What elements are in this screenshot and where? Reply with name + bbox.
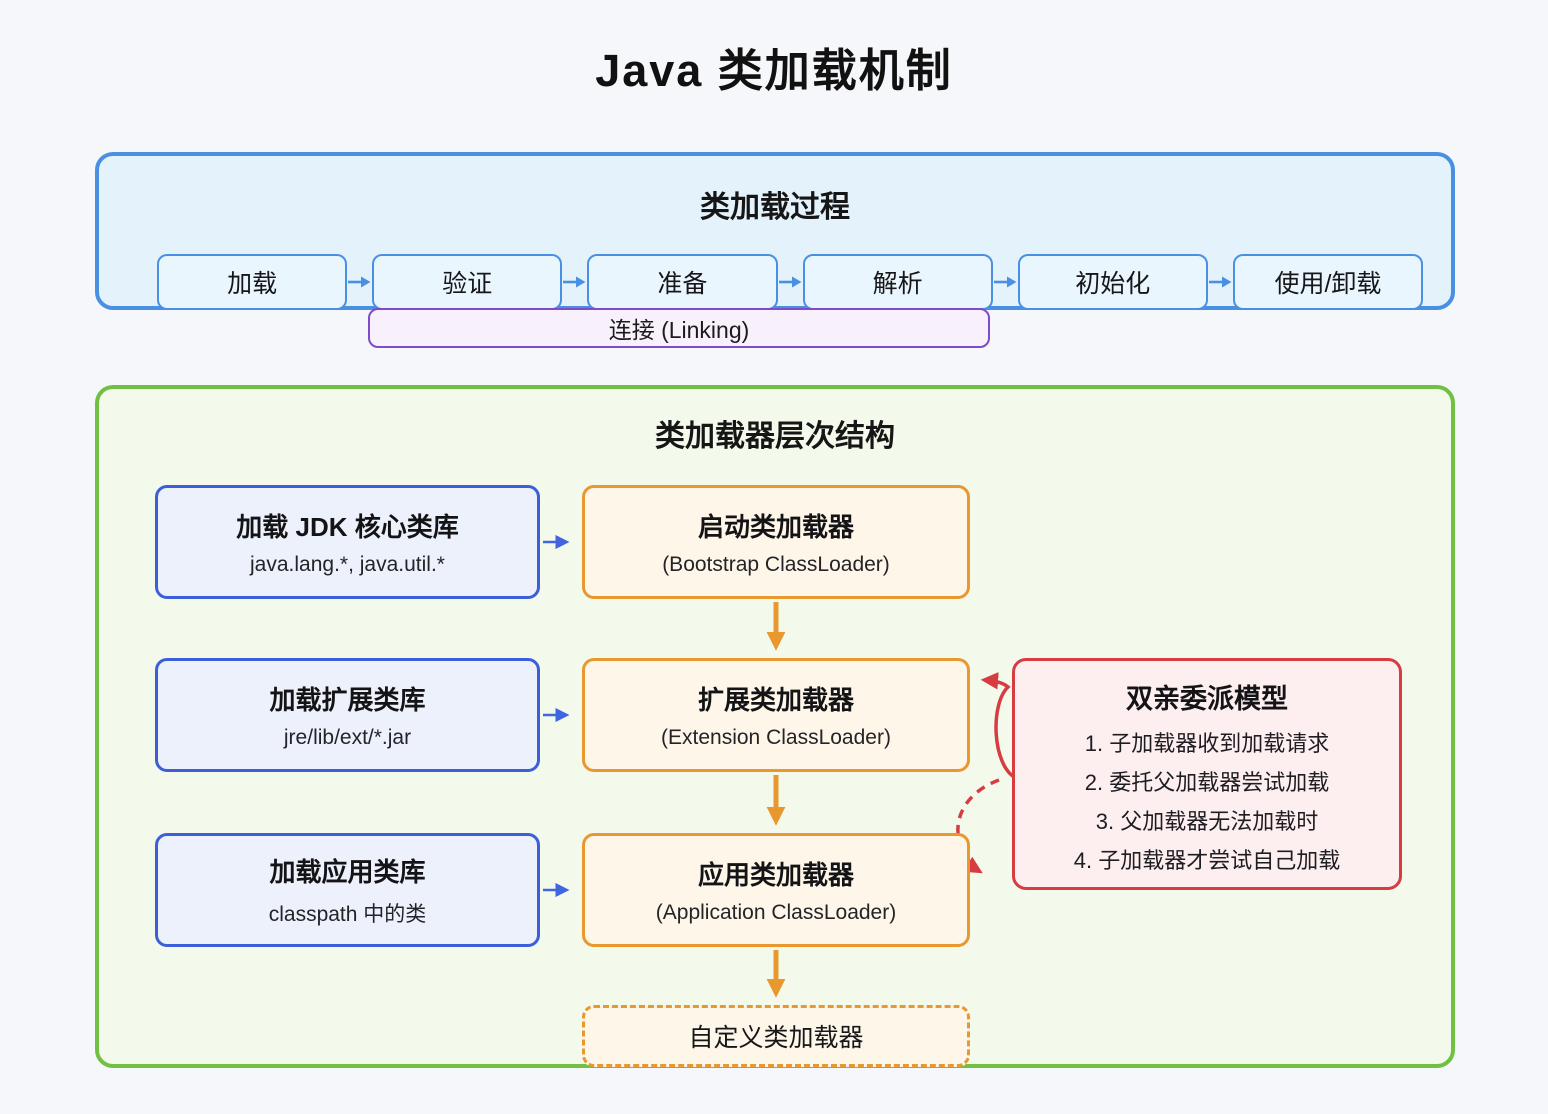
delegation-steps: 1. 子加载器收到加载请求 2. 委托父加载器尝试加载 3. 父加载器无法加载时… — [1015, 724, 1399, 880]
stage-verification: 验证 — [372, 254, 563, 310]
application-classloader-title: 应用类加载器 — [697, 860, 854, 890]
stage-arrow-icon — [562, 274, 587, 290]
extension-classloader-subtitle: (Extension ClassLoader) — [661, 726, 891, 749]
source-jdk-core-box: 加载 JDK 核心类库 java.lang.*, java.util.* — [155, 485, 540, 599]
delegation-model-title: 双亲委派模型 — [1126, 684, 1288, 714]
source-application-title: 加载应用类库 — [269, 857, 426, 887]
stage-arrow-icon — [993, 274, 1018, 290]
stage-using-unloading: 使用/卸载 — [1232, 254, 1424, 310]
stage-arrow-icon — [778, 274, 803, 290]
stage-resolution: 解析 — [802, 254, 993, 310]
stage-loading: 加载 — [157, 254, 348, 310]
extension-classloader-box: 扩展类加载器 (Extension ClassLoader) — [582, 658, 970, 772]
bootstrap-classloader-subtitle: (Bootstrap ClassLoader) — [662, 553, 890, 576]
stage-preparation: 准备 — [587, 254, 778, 310]
application-classloader-box: 应用类加载器 (Application ClassLoader) — [582, 833, 970, 947]
stage-arrow-icon — [1208, 274, 1233, 290]
stage-initialization: 初始化 — [1017, 254, 1208, 310]
bootstrap-classloader-box: 启动类加载器 (Bootstrap ClassLoader) — [582, 485, 970, 599]
delegation-step-2: 2. 委托父加载器尝试加载 — [1084, 770, 1330, 795]
delegation-model-box: 双亲委派模型 1. 子加载器收到加载请求 2. 委托父加载器尝试加载 3. 父加… — [1012, 658, 1402, 890]
extension-classloader-title: 扩展类加载器 — [697, 685, 854, 715]
source-application-subtitle: classpath 中的类 — [268, 903, 427, 926]
linking-phase-box: 连接 (Linking) — [368, 308, 990, 348]
source-extension-title: 加载扩展类库 — [269, 685, 426, 715]
bootstrap-classloader-title: 启动类加载器 — [697, 512, 854, 542]
source-application-box: 加载应用类库 classpath 中的类 — [155, 833, 540, 947]
page-title: Java 类加载机制 — [595, 45, 953, 96]
delegation-step-3: 3. 父加载器无法加载时 — [1095, 809, 1319, 834]
process-panel-title: 类加载过程 — [700, 191, 850, 224]
class-loading-process-panel: 类加载过程 加载 验证 准备 解析 初始化 使用/卸载 — [95, 152, 1455, 310]
delegation-step-4: 4. 子加载器才尝试自己加载 — [1073, 848, 1341, 873]
stage-arrow-icon — [347, 274, 372, 290]
custom-classloader-box: 自定义类加载器 — [582, 1005, 970, 1067]
source-extension-subtitle: jre/lib/ext/*.jar — [283, 726, 412, 749]
source-extension-box: 加载扩展类库 jre/lib/ext/*.jar — [155, 658, 540, 772]
application-classloader-subtitle: (Application ClassLoader) — [655, 901, 897, 924]
hierarchy-panel-title: 类加载器层次结构 — [655, 420, 895, 453]
delegation-step-1: 1. 子加载器收到加载请求 — [1084, 731, 1330, 756]
process-stage-row: 加载 验证 准备 解析 初始化 使用/卸载 — [157, 254, 1424, 310]
source-jdk-core-title: 加载 JDK 核心类库 — [236, 512, 459, 542]
source-jdk-core-subtitle: java.lang.*, java.util.* — [250, 553, 445, 576]
